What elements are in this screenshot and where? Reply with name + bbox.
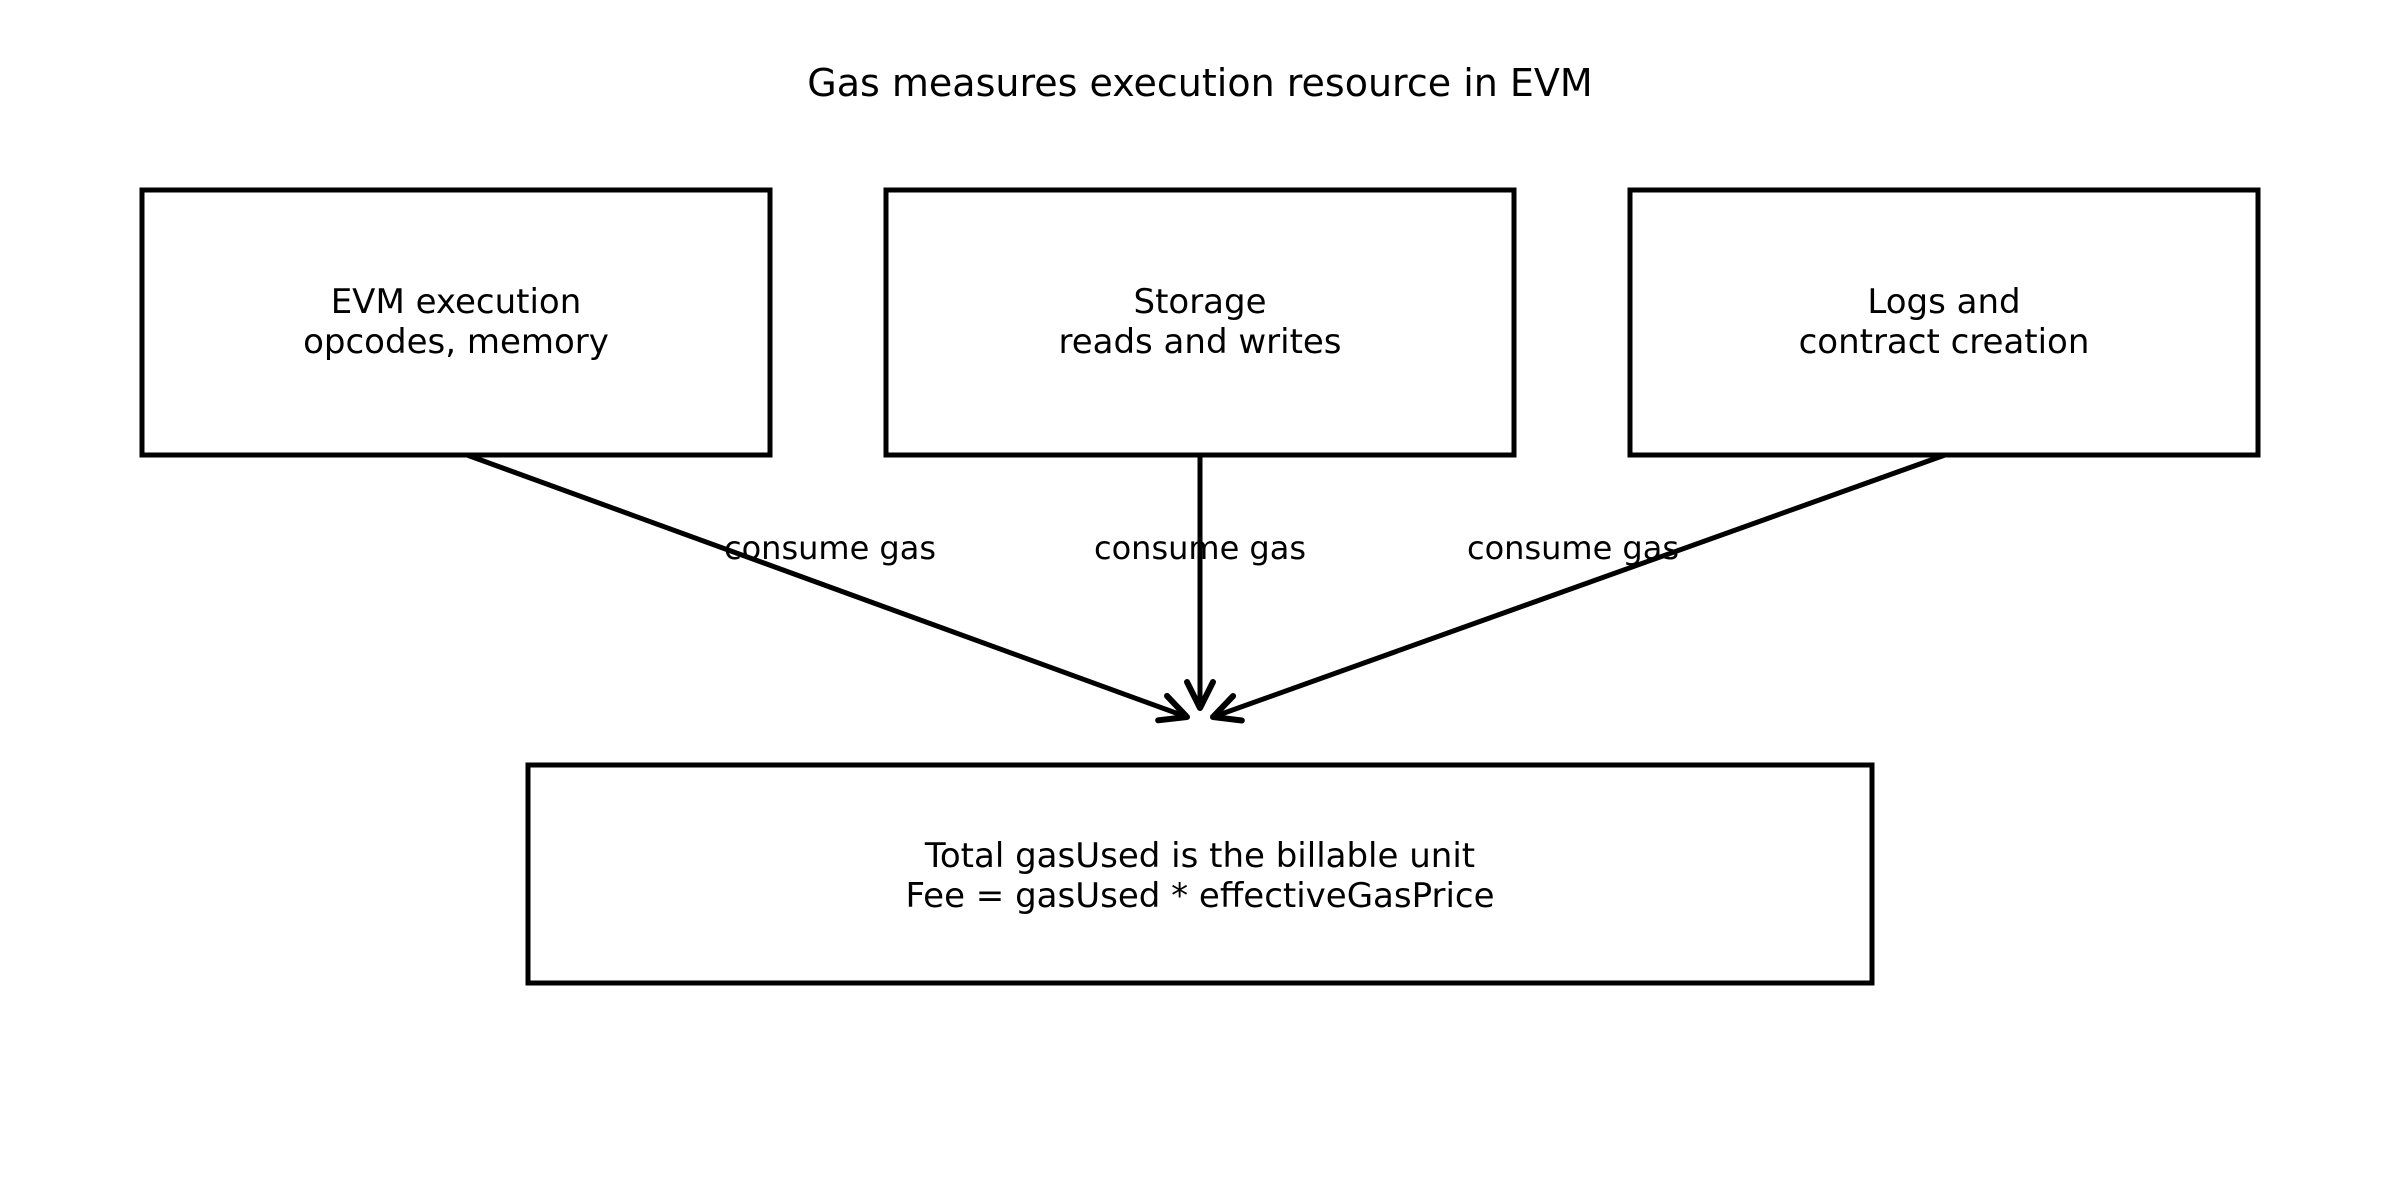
node-storage: Storage reads and writes	[883, 187, 1517, 458]
arrow-logs-to-total	[1210, 452, 1946, 724]
evm-execution-label-line1: EVM execution	[331, 282, 582, 322]
logs-label-line1: Logs and	[1867, 282, 2020, 322]
storage-label-line2: reads and writes	[1058, 322, 1341, 362]
total-label-line1: Total gasUsed is the billable unit	[924, 836, 1475, 876]
logs-label-line2: contract creation	[1799, 322, 2090, 362]
node-evm-execution: EVM execution opcodes, memory	[139, 187, 773, 458]
evm-execution-box	[139, 187, 773, 458]
storage-label-line1: Storage	[1133, 282, 1266, 322]
logs-box	[1627, 187, 2261, 458]
node-total: Total gasUsed is the billable unit Fee =…	[525, 762, 1875, 986]
node-logs: Logs and contract creation	[1627, 187, 2261, 458]
diagram-title: Gas measures execution resource in EVM	[807, 61, 1592, 105]
total-box	[525, 762, 1875, 986]
arrow-evm-to-total	[466, 452, 1190, 724]
edge-label-right: consume gas	[1467, 529, 1679, 567]
edge-label-middle: consume gas	[1094, 529, 1306, 567]
storage-box	[883, 187, 1517, 458]
edge-label-left: consume gas	[724, 529, 936, 567]
total-label-line2: Fee = gasUsed * effectiveGasPrice	[905, 876, 1494, 916]
edge-group	[466, 452, 1946, 724]
evm-execution-label-line2: opcodes, memory	[303, 322, 609, 362]
